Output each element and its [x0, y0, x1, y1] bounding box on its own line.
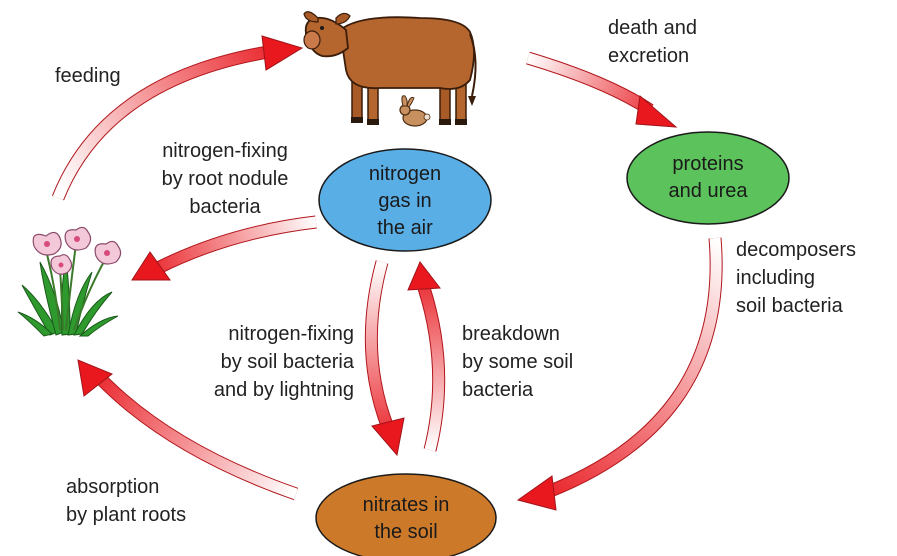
- plant-icon: [18, 227, 121, 336]
- proteins-urea-line-1: proteins: [633, 151, 783, 178]
- breakdown-line-2: by some soil: [462, 348, 573, 376]
- soil-fixing-arrow: [371, 262, 404, 455]
- breakdown-line-3: bacteria: [462, 376, 573, 404]
- nitrates-line-2: the soil: [326, 519, 486, 546]
- proteins-urea-label: proteins and urea: [633, 151, 783, 205]
- root-nodule-label: nitrogen-fixing by root nodule bacteria: [148, 137, 302, 221]
- decomposers-line-1: decomposers: [736, 236, 856, 264]
- nitrogen-gas-line-2: gas in: [330, 188, 480, 215]
- death-line-2: excretion: [608, 42, 697, 70]
- breakdown-label: breakdown by some soil bacteria: [462, 320, 573, 404]
- soil-fixing-line-3: and by lightning: [186, 376, 354, 404]
- absorption-line-1: absorption: [66, 473, 186, 501]
- nitrates-label: nitrates in the soil: [326, 492, 486, 546]
- death-line-1: death and: [608, 14, 697, 42]
- soil-fixing-line-2: by soil bacteria: [186, 348, 354, 376]
- nitrogen-gas-line-3: the air: [330, 215, 480, 242]
- absorption-line-2: by plant roots: [66, 501, 186, 529]
- root-nodule-arrow: [132, 222, 316, 280]
- breakdown-arrow: [408, 262, 440, 450]
- absorption-label: absorption by plant roots: [66, 473, 186, 529]
- nitrogen-gas-line-1: nitrogen: [330, 161, 480, 188]
- soil-fixing-line-1: nitrogen-fixing: [186, 320, 354, 348]
- decomposers-line-2: including: [736, 264, 856, 292]
- rabbit-icon: [400, 96, 430, 126]
- root-nodule-line-2: by root nodule: [148, 165, 302, 193]
- nitrogen-gas-label: nitrogen gas in the air: [330, 161, 480, 242]
- breakdown-line-1: breakdown: [462, 320, 573, 348]
- root-nodule-line-3: bacteria: [148, 193, 302, 221]
- feeding-line-1: feeding: [55, 62, 121, 90]
- death-excretion-label: death and excretion: [608, 14, 697, 70]
- feeding-label: feeding: [55, 62, 121, 90]
- nitrates-line-1: nitrates in: [326, 492, 486, 519]
- proteins-urea-line-2: and urea: [633, 178, 783, 205]
- soil-fixing-label: nitrogen-fixing by soil bacteria and by …: [186, 320, 354, 404]
- cow-icon: [304, 12, 476, 125]
- root-nodule-line-1: nitrogen-fixing: [148, 137, 302, 165]
- decomposers-label: decomposers including soil bacteria: [736, 236, 856, 320]
- decomposers-line-3: soil bacteria: [736, 292, 856, 320]
